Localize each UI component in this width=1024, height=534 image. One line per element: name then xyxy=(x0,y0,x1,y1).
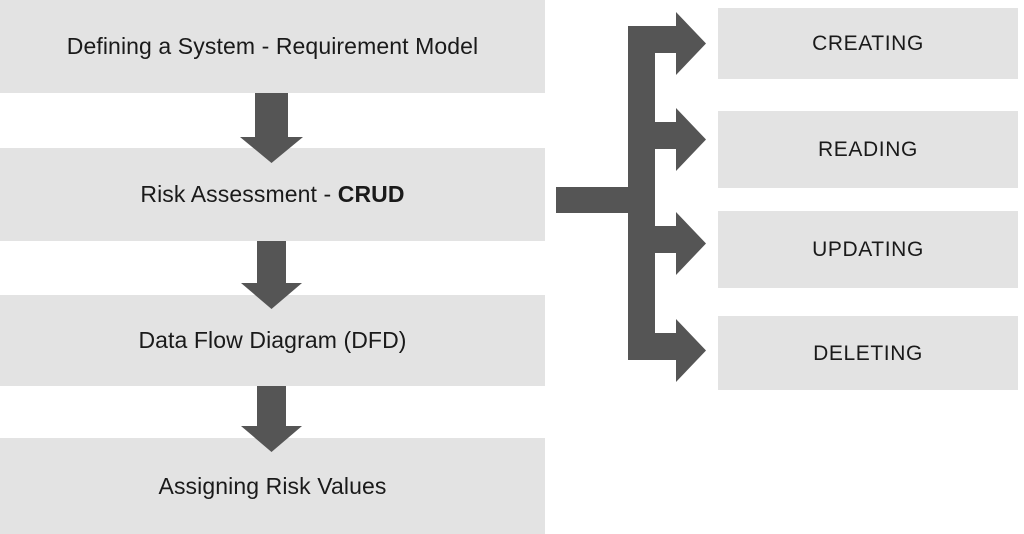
process-box-label: Data Flow Diagram (DFD) xyxy=(138,327,407,353)
crud-box-label: CREATING xyxy=(812,32,924,55)
branch-trunk xyxy=(628,26,655,360)
crud-box-label: READING xyxy=(818,138,918,161)
process-box-label: Assigning Risk Values xyxy=(158,472,387,499)
crud-box-updating[interactable]: UPDATING xyxy=(718,211,1018,288)
crud-box-label: DELETING xyxy=(813,341,923,365)
crud-box-label: UPDATING xyxy=(812,238,924,261)
branch-arrow-icon-updating xyxy=(655,212,706,275)
process-box-defining-a-system[interactable]: Defining a System - Requirement Model xyxy=(0,0,545,93)
branch-arrow-icon-deleting xyxy=(655,319,706,382)
crud-box-reading[interactable]: READING xyxy=(718,111,1018,188)
branch-arrow-icon-reading xyxy=(655,108,706,171)
branch-stem xyxy=(556,187,632,213)
process-box-data-flow-diagram[interactable]: Data Flow Diagram (DFD) xyxy=(0,295,545,386)
process-box-label: Defining a System - Requirement Model xyxy=(66,33,479,59)
process-box-label-text: Risk Assessment - xyxy=(140,181,338,207)
process-box-label-emphasis: CRUD xyxy=(337,181,405,207)
process-box-risk-assessment-crud[interactable]: Risk Assessment - CRUD xyxy=(0,148,545,241)
branch-arrow-icon-creating xyxy=(655,12,706,75)
process-box-label: Risk Assessment - CRUD xyxy=(140,183,404,206)
process-box-assigning-risk-values[interactable]: Assigning Risk Values xyxy=(0,438,545,534)
crud-box-creating[interactable]: CREATING xyxy=(718,8,1018,79)
crud-box-deleting[interactable]: DELETING xyxy=(718,316,1018,390)
